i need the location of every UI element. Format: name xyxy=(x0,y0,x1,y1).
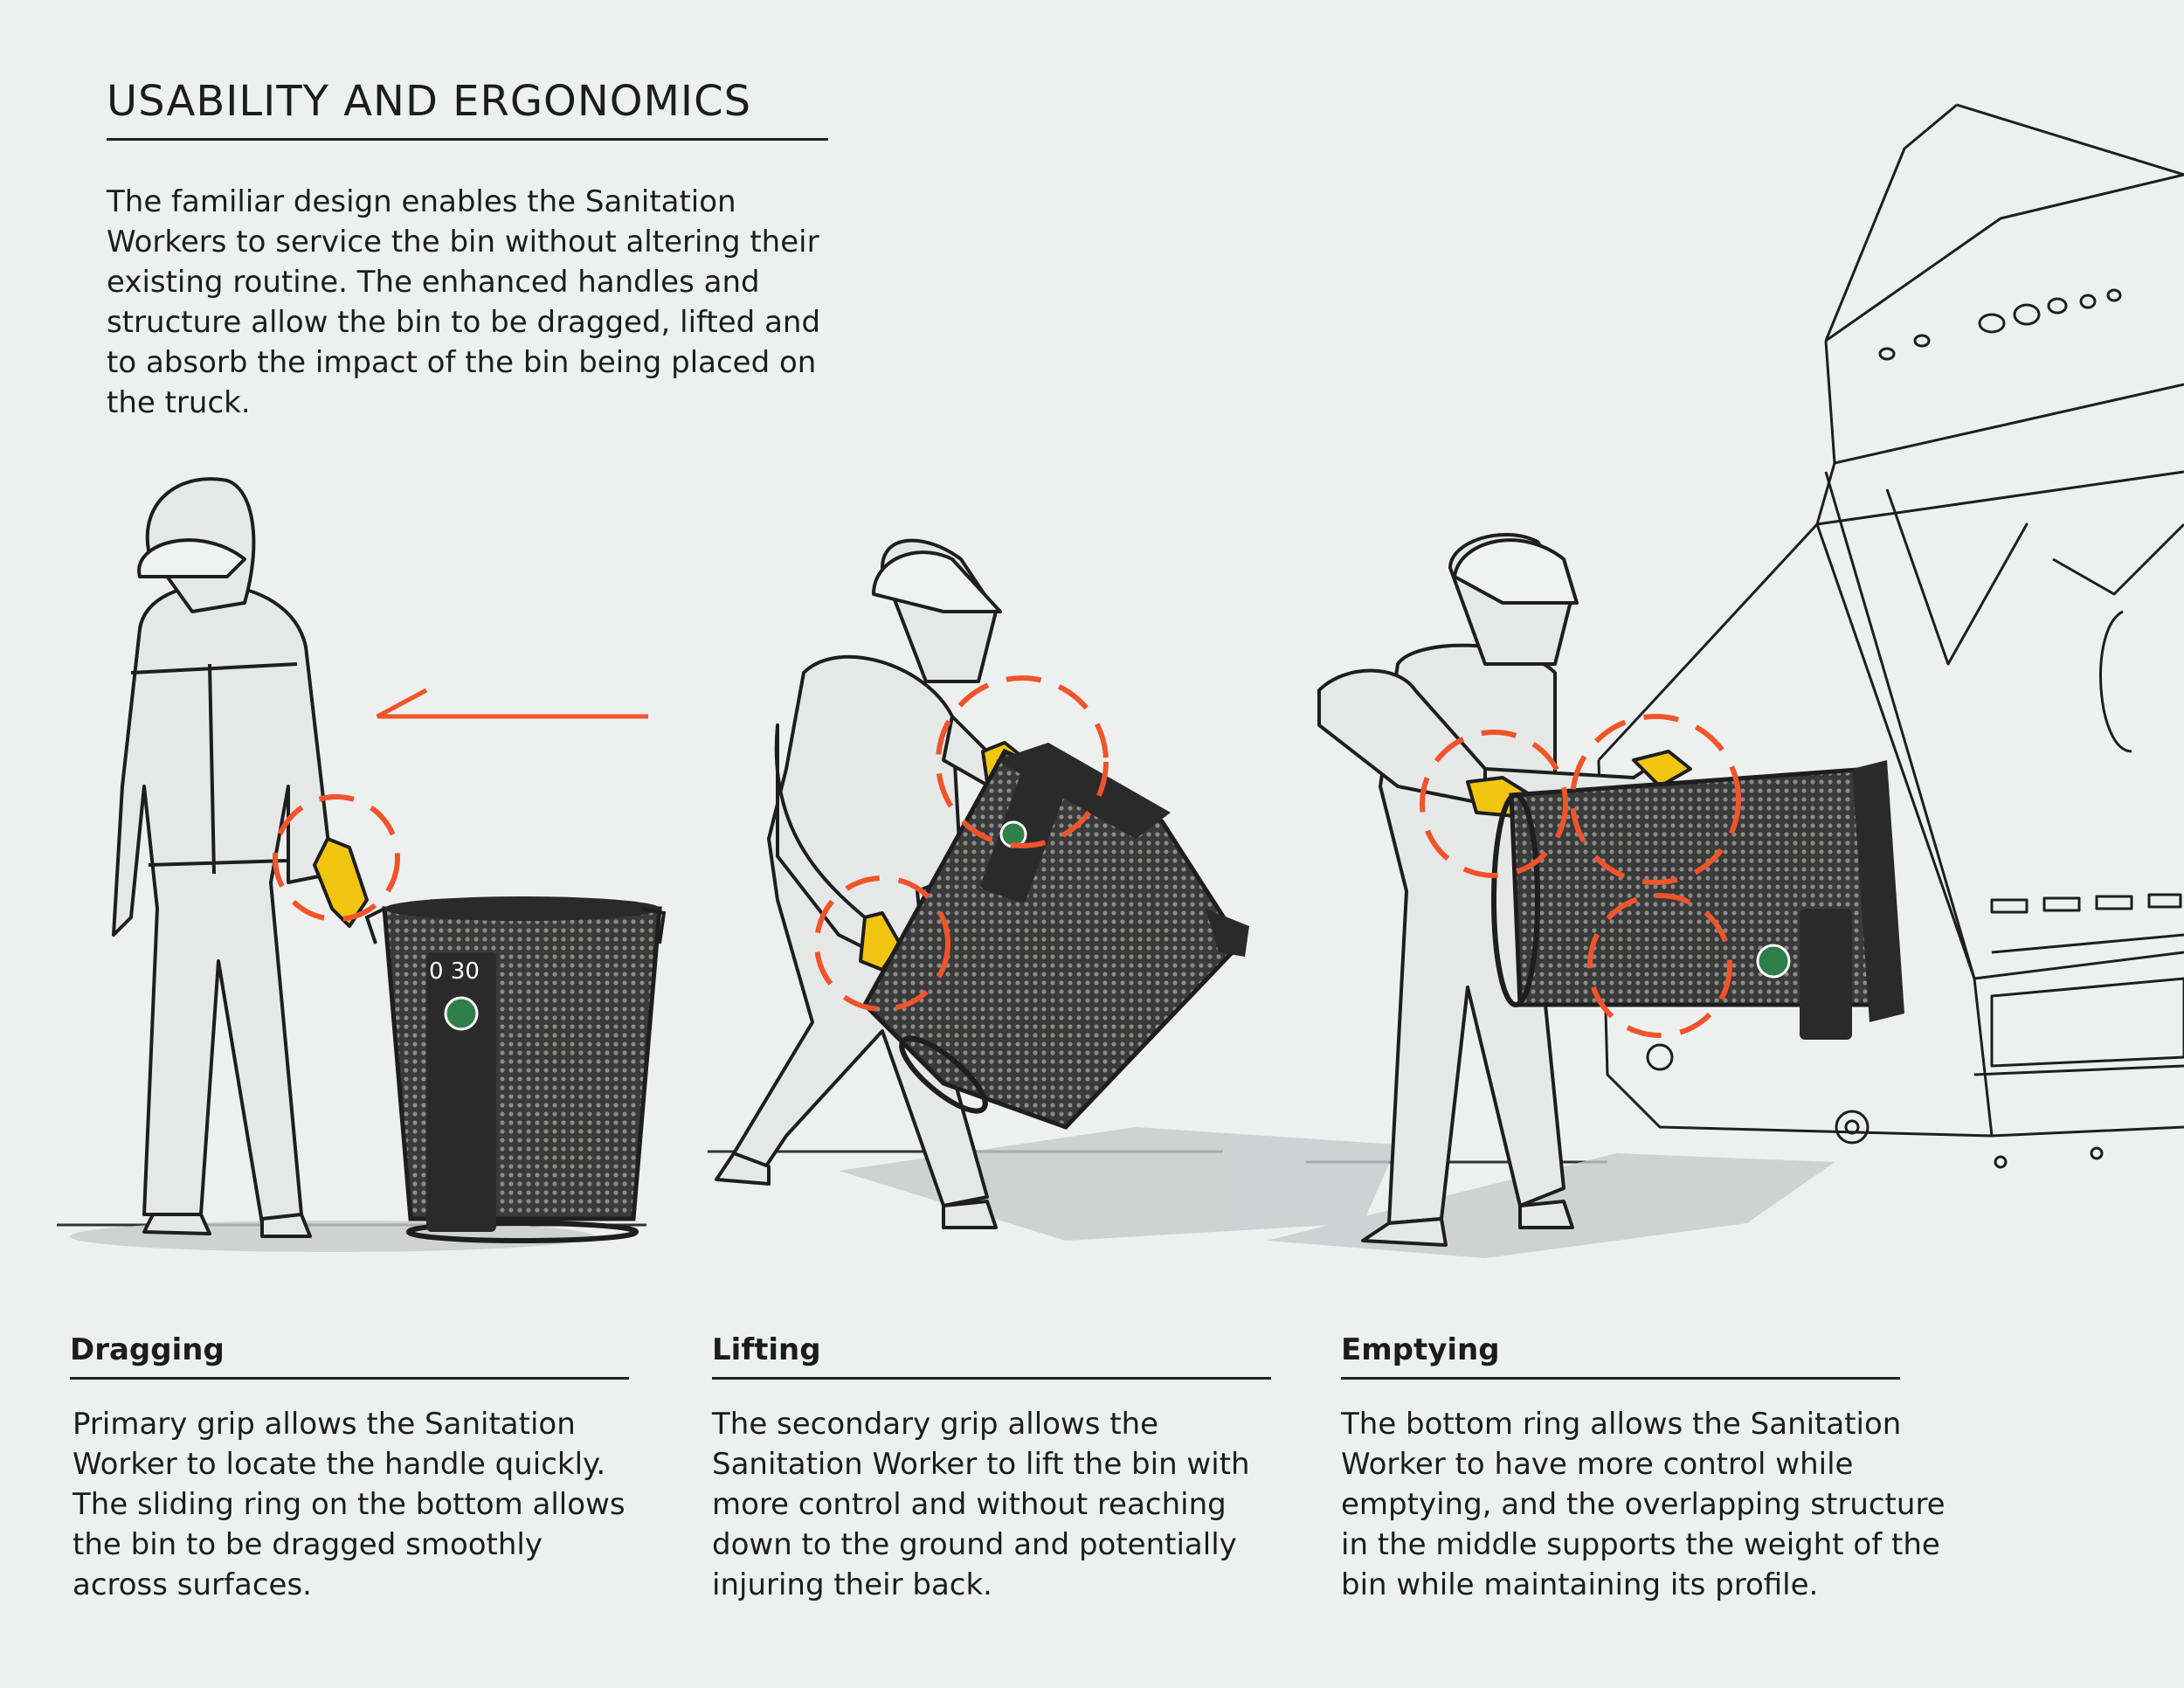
intro-paragraph: The familiar design enables the Sanitati… xyxy=(107,184,821,420)
emptying-scene xyxy=(1317,533,1904,1247)
ergonomics-illustration: 0 30 xyxy=(57,103,2184,1258)
emptying-heading: Emptying xyxy=(1341,1332,1500,1367)
bin-number-label: 0 30 xyxy=(429,958,480,985)
lifting-heading: Lifting xyxy=(712,1332,821,1367)
grip-highlights xyxy=(814,675,1109,1012)
bin-upright: 0 30 xyxy=(364,896,667,1243)
worker-dragging xyxy=(112,477,369,1238)
garbage-truck xyxy=(1597,103,2184,1169)
emptying-description: The bottom ring allows the Sanitation Wo… xyxy=(1341,1407,1946,1602)
dragging-scene: 0 30 xyxy=(112,477,667,1243)
emptying-section: Emptying The bottom ring allows the Sani… xyxy=(1341,1332,1946,1605)
bin-tilted xyxy=(861,743,1249,1130)
lifting-section: Lifting The secondary grip allows the Sa… xyxy=(712,1335,1271,1605)
dragging-divider xyxy=(70,1377,629,1380)
lifting-scene xyxy=(715,538,1249,1229)
worker-lifting xyxy=(715,538,1033,1229)
title-divider xyxy=(107,138,828,141)
dragging-section: Dragging Primary grip allows the Sanitat… xyxy=(70,1335,629,1605)
lifting-description: The secondary grip allows the Sanitation… xyxy=(712,1407,1250,1602)
grip-highlights xyxy=(1420,714,1741,1038)
drag-direction-arrow xyxy=(376,688,648,719)
grip-highlight xyxy=(273,794,400,922)
page-title: USABILITY AND ERGONOMICS xyxy=(107,77,752,126)
dragging-description: Primary grip allows the Sanitation Worke… xyxy=(73,1407,625,1602)
bin-emptying xyxy=(1491,760,1904,1040)
lifting-divider xyxy=(712,1377,1271,1380)
dragging-heading: Dragging xyxy=(70,1332,225,1367)
emptying-divider xyxy=(1341,1377,1900,1380)
